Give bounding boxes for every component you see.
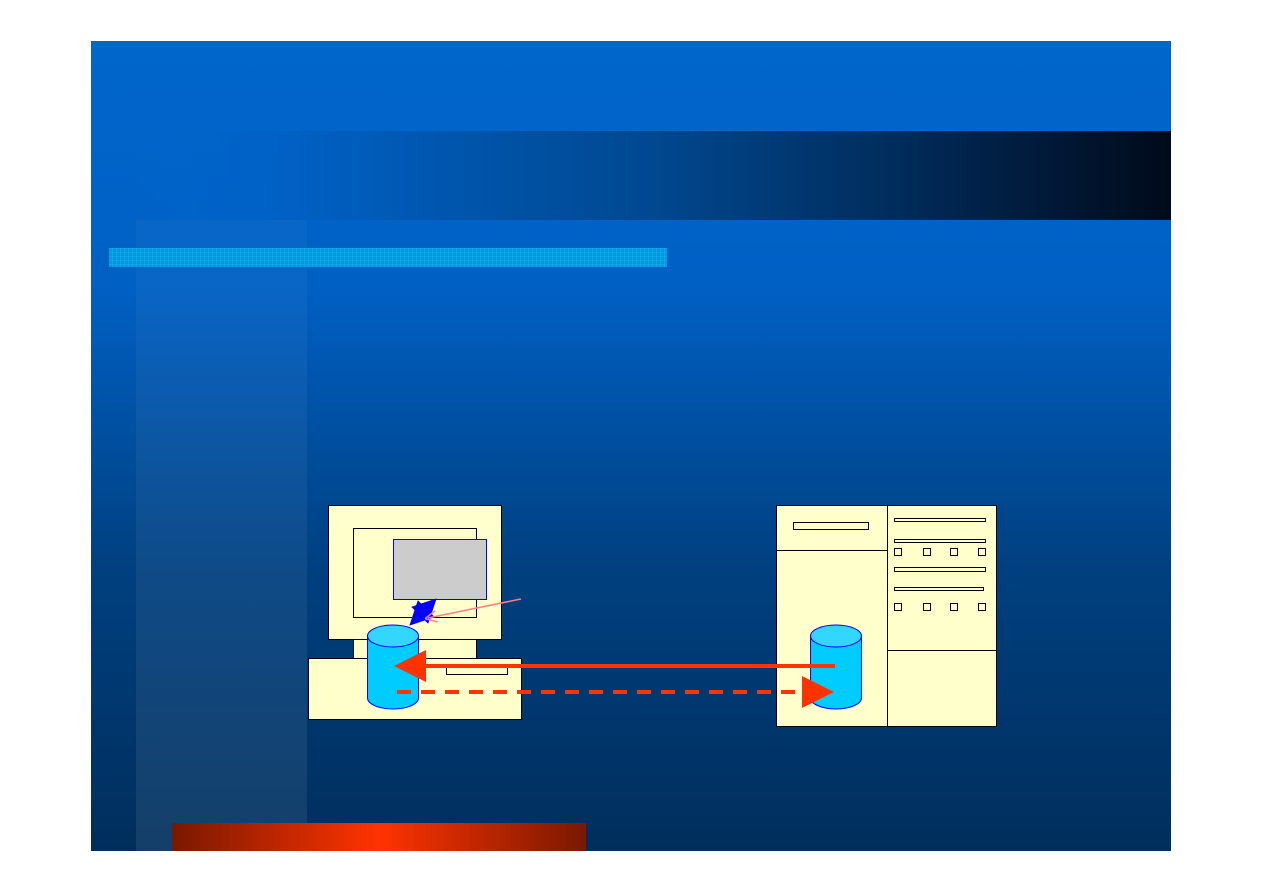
window-icon	[393, 539, 487, 600]
footer-bar	[172, 823, 586, 851]
header-band	[136, 131, 1171, 220]
drive-slot	[446, 667, 508, 675]
double-arrow-window-database	[409, 598, 437, 626]
left-column-accent	[136, 220, 307, 851]
accent-stripe	[109, 248, 667, 267]
pointer-arrow	[428, 598, 522, 618]
